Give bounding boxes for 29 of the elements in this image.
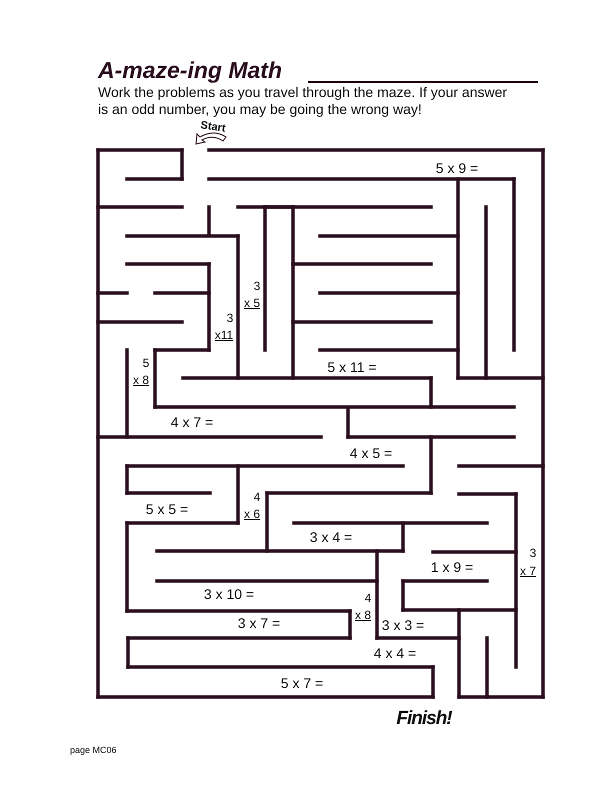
math-problem: 1 x 9 =	[430, 559, 474, 575]
number: x 8	[355, 607, 371, 623]
instructions-text: Work the problems as you travel through the maze. If your answer is an odd number, you may be going the wrong way!	[98, 84, 508, 118]
math-problem: 5 x 9 =	[436, 160, 478, 176]
math-problem: 5 x 5 =	[146, 501, 188, 517]
math-problem: 3 x 7 =	[238, 615, 280, 631]
math-problem: 3 x 10 =	[204, 586, 254, 602]
title: A-maze-ing Math	[98, 56, 282, 84]
number: 3	[530, 545, 536, 561]
number: 4	[254, 489, 260, 505]
math-problem: 4 x 5 =	[350, 445, 392, 461]
page-number: page MC06	[70, 745, 117, 755]
number: x 6	[244, 506, 260, 522]
finish-label: Finish!	[396, 711, 452, 727]
number: 5	[142, 355, 150, 371]
math-problem: 3 x 3 =	[382, 617, 424, 633]
number: 3	[254, 278, 260, 294]
number: x 5	[244, 295, 260, 311]
number: x 8	[133, 372, 149, 388]
number: x 7	[520, 563, 536, 579]
number: 3	[226, 310, 234, 326]
math-problem: 5 x 11 =	[327, 359, 377, 375]
math-problem: 5 x 7 =	[280, 675, 324, 691]
start-label: Start	[199, 118, 227, 137]
number: x11	[214, 327, 234, 343]
math-problem: 4 x 7 =	[170, 414, 214, 430]
math-problem: 3 x 4 =	[310, 529, 352, 545]
number: 4	[364, 590, 372, 606]
math-problem: 4 x 4 =	[374, 645, 416, 661]
